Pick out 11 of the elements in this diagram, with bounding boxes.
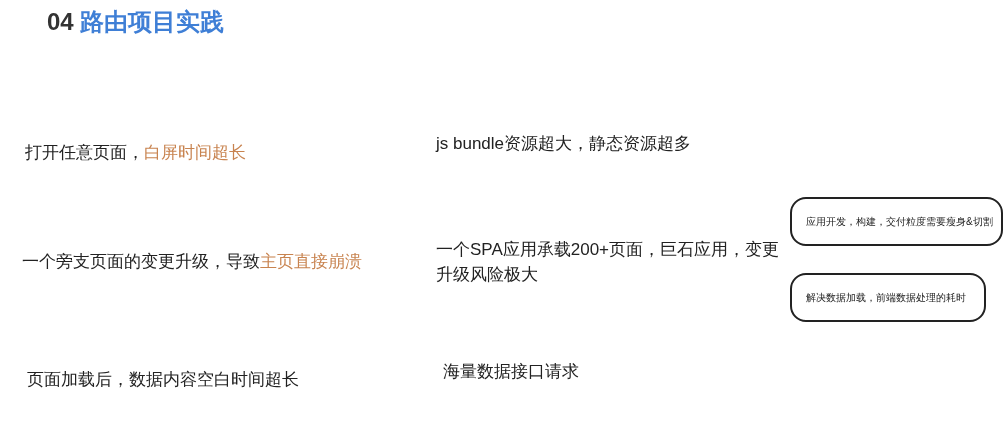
note-text: 应用开发，构建，交付粒度需要瘦身&切割 bbox=[806, 214, 993, 229]
statement-text: js bundle资源超大，静态资源超多 bbox=[436, 133, 693, 155]
note-box bbox=[790, 197, 1003, 246]
statement-text: 一个旁支页面的变更升级，导致主页直接崩溃 bbox=[22, 251, 363, 273]
slide-title: 04 路由项目实践 bbox=[47, 7, 225, 37]
statement-text: 海量数据接口请求 bbox=[443, 361, 580, 383]
statement-text: 页面加载后，数据内容空白时间超长 bbox=[27, 369, 300, 391]
note-text: 解决数据加载，前端数据处理的耗时 bbox=[806, 290, 966, 305]
note-box bbox=[790, 273, 986, 322]
statement-text: 打开任意页面，白屏时间超长 bbox=[25, 142, 247, 164]
statement-text: 一个SPA应用承载200+页面，巨石应用，变更升级风险极大 bbox=[436, 239, 781, 286]
